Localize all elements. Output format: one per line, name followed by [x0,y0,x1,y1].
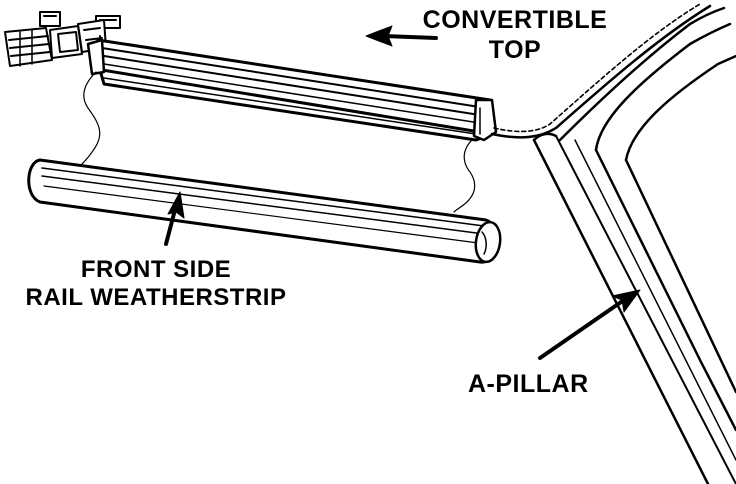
convertible-top-label-line-1: CONVERTIBLE [422,6,608,34]
weatherstrip-label-line-1: FRONT SIDE [80,256,232,283]
front-side-rail [86,38,498,142]
convertible-top-label-line-2: TOP [488,35,542,64]
arrow-a-pillar [538,289,641,360]
arrow-convertible-top [365,25,438,47]
weatherstrip [27,158,502,264]
convertible-top-edge [490,3,712,139]
a-pillar [532,6,736,484]
convertible-top-label: CONVERTIBLE TOP [410,6,620,65]
a-pillar-label: A-PILLAR [468,370,589,398]
weatherstrip-label: FRONT SIDE RAIL WEATHERSTRIP [6,256,306,313]
weatherstrip-label-line-2: RAIL WEATHERSTRIP [25,284,287,312]
assembly-leader-lines [79,71,476,213]
arrow-weatherstrip [164,191,185,246]
